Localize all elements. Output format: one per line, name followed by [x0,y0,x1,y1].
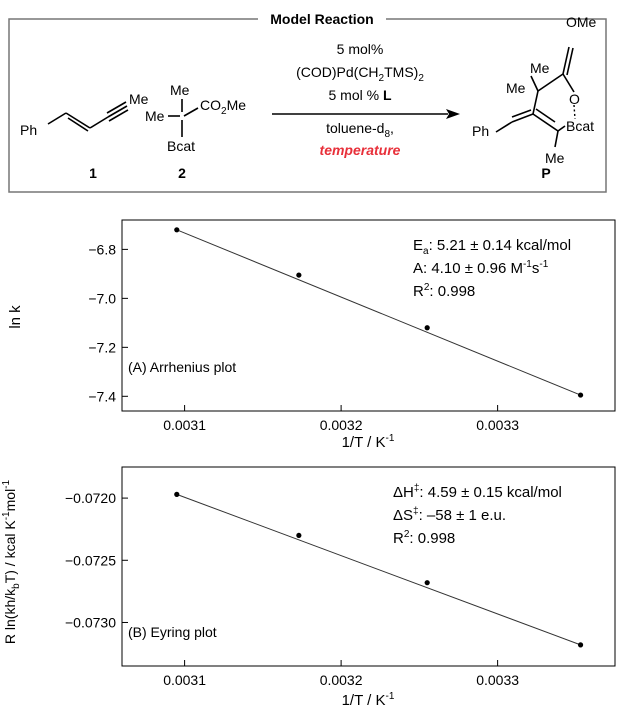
arrhenius-x-tick-label: 0.0031 [163,417,206,433]
arrhenius-y-tick-label: −7.0 [88,290,116,306]
arrhenius-stat-r2: R2: 0.998 [413,282,475,300]
arrhenius-y-tick-label: −7.4 [88,388,116,404]
product-me-left: Me [506,80,526,96]
arrhenius-y-tick-label: −6.8 [88,241,116,257]
scheme-title: Model Reaction [270,11,373,27]
product-ph: Ph [472,123,489,139]
arrhenius-data-point [424,325,430,331]
eyring-ticks: 0.0031 0.0032 0.0033 −0.0720 −0.0725 −0.0730 [65,490,519,688]
eyring-data-point [296,532,302,539]
arrhenius-panel-label: (A) Arrhenius plot [128,359,236,375]
compound-number-2: 2 [178,165,186,181]
eyring-x-tick-label: 0.0033 [476,672,519,688]
product-o: O [569,91,580,107]
eyring-y-tick-label: −0.0725 [65,552,116,568]
arrhenius-chart: 0.0031 0.0032 0.0033 −6.8 −7.0 −7.2 −7.4 Ea: 5… [7,219,616,451]
arrhenius-points [174,227,584,398]
eyring-panel-label: (B) Eyring plot [128,624,217,640]
eyring-data-point [424,580,430,586]
eyring-data-point [577,642,584,648]
arrhenius-fit-line [176,229,581,396]
product-ome: OMe [566,14,597,30]
reactant-2-bcat: Bcat [167,138,195,154]
reaction-scheme: Model Reaction Ph Me 1 Me Me CO2Me Bcat … [8,11,607,193]
reactant-2-structure [168,99,199,137]
product-dative-bond [573,104,576,120]
condition-catalyst: (COD)Pd(CH2TMS)2 [296,64,424,84]
product-structure [495,46,575,148]
reactant-2-me-top: Me [170,82,190,98]
arrhenius-y-tick-label: −7.2 [88,339,116,355]
reactant-1-structure [47,101,129,132]
eyring-x-tick-label: 0.0032 [320,672,363,688]
condition-ligand: 5 mol % L [328,87,391,103]
eyring-stat-dh: ΔH‡: 4.59 ± 0.15 kcal/mol [393,483,562,501]
reaction-arrow-head [446,109,460,119]
eyring-y-axis-label: R ln(kh/kbT) / kcal K-1mol-1 [1,479,22,644]
reactant-2-ester: CO2Me [200,97,246,117]
arrhenius-data-point [296,272,302,278]
arrhenius-x-tick-label: 0.0032 [320,417,363,433]
reactant-1-ph: Ph [20,122,37,138]
eyring-y-tick-label: −0.0730 [65,614,116,630]
arrhenius-x-axis-label: 1/T / K-1 [342,433,395,451]
arrhenius-ticks: 0.0031 0.0032 0.0033 −6.8 −7.0 −7.2 −7.4 [88,241,519,433]
eyring-stat-r2: R2: 0.998 [393,529,455,547]
arrhenius-x-tick-label: 0.0033 [476,417,519,433]
eyring-x-axis-label: 1/T / K-1 [342,691,395,709]
arrhenius-stat-ea: Ea: 5.21 ± 0.14 kcal/mol [413,237,571,257]
eyring-data-point [174,491,180,497]
arrhenius-data-point [174,227,180,233]
reactant-2-me-left: Me [145,108,165,124]
eyring-fit-line [176,493,581,646]
arrhenius-stat-a: A: 4.10 ± 0.96 M-1s-1 [413,259,549,277]
arrhenius-plot-frame [121,219,616,412]
eyring-stat-ds: ΔS‡: –58 ± 1 e.u. [393,506,506,524]
reactant-1-me: Me [129,91,149,107]
scheme-frame [8,18,607,193]
product-bcat: Bcat [566,118,594,134]
product-label: P [541,165,550,181]
eyring-plot-frame [121,466,616,667]
condition-catalyst-loading: 5 mol% [337,41,384,57]
eyring-y-tick-label: −0.0720 [65,490,116,506]
product-me-top: Me [530,60,550,76]
condition-solvent: toluene-d8, [326,120,394,140]
arrhenius-data-point [577,392,584,398]
condition-temperature: temperature [320,142,401,158]
arrhenius-y-axis-label: ln k [7,305,24,329]
compound-number-1: 1 [89,165,97,181]
eyring-x-tick-label: 0.0031 [163,672,206,688]
product-me-bottom: Me [545,150,565,166]
eyring-points [174,491,584,648]
